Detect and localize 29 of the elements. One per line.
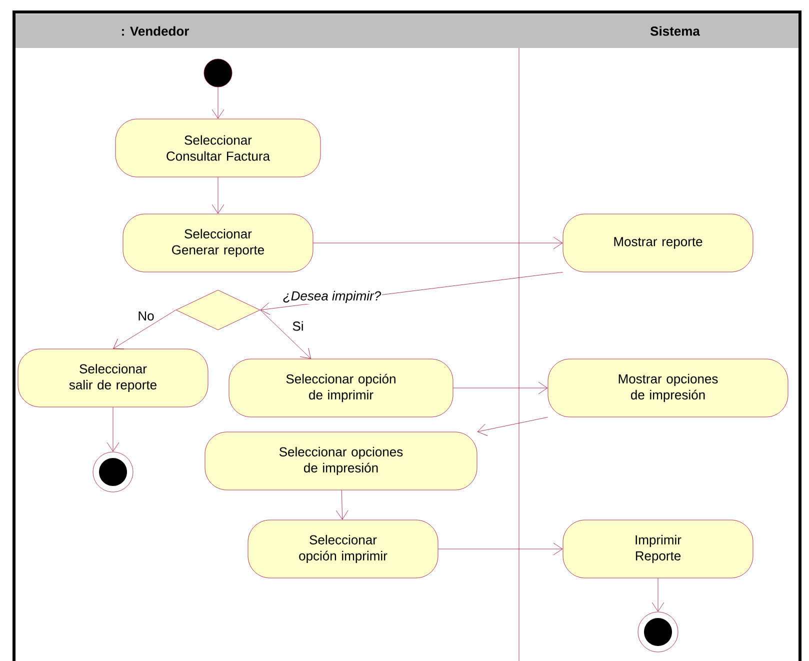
arrow bbox=[113, 310, 176, 350]
arrow bbox=[106, 407, 120, 452]
arrow bbox=[212, 177, 224, 214]
arrow bbox=[212, 87, 224, 119]
activity-box: Seleccionar Consultar Factura bbox=[115, 118, 321, 178]
activity-box: Seleccionar opción imprimir bbox=[248, 520, 438, 578]
arrow bbox=[313, 236, 563, 250]
activity-box: Seleccionar opción de imprimir bbox=[228, 358, 454, 418]
arrow bbox=[336, 490, 348, 520]
end-circle bbox=[638, 612, 678, 652]
activity-box: Seleccionar opciones de impresión bbox=[204, 432, 478, 490]
arrow bbox=[438, 542, 563, 556]
start-circle bbox=[204, 58, 232, 88]
edge-label: No bbox=[136, 310, 156, 322]
activity-box: Seleccionar Generar reporte bbox=[122, 214, 314, 272]
lane-title: : Vendedor bbox=[122, 26, 190, 36]
activity-box: Mostrar reporte bbox=[562, 214, 754, 272]
end-circle bbox=[92, 452, 134, 492]
decision-diamond bbox=[176, 290, 260, 330]
activity-box: Mostrar opciones de impresión bbox=[548, 358, 788, 418]
edge-label: Si bbox=[291, 320, 305, 332]
arrow bbox=[477, 416, 548, 436]
edge-label: ¿Desea impimir? bbox=[282, 290, 382, 304]
arrow bbox=[260, 310, 311, 359]
activity-box: Seleccionar salir de reporte bbox=[18, 348, 208, 408]
arrow bbox=[652, 578, 664, 612]
arrow bbox=[453, 382, 548, 394]
activity-box: Imprimir Reporte bbox=[562, 520, 754, 578]
lane-title: Sistema bbox=[650, 26, 700, 36]
